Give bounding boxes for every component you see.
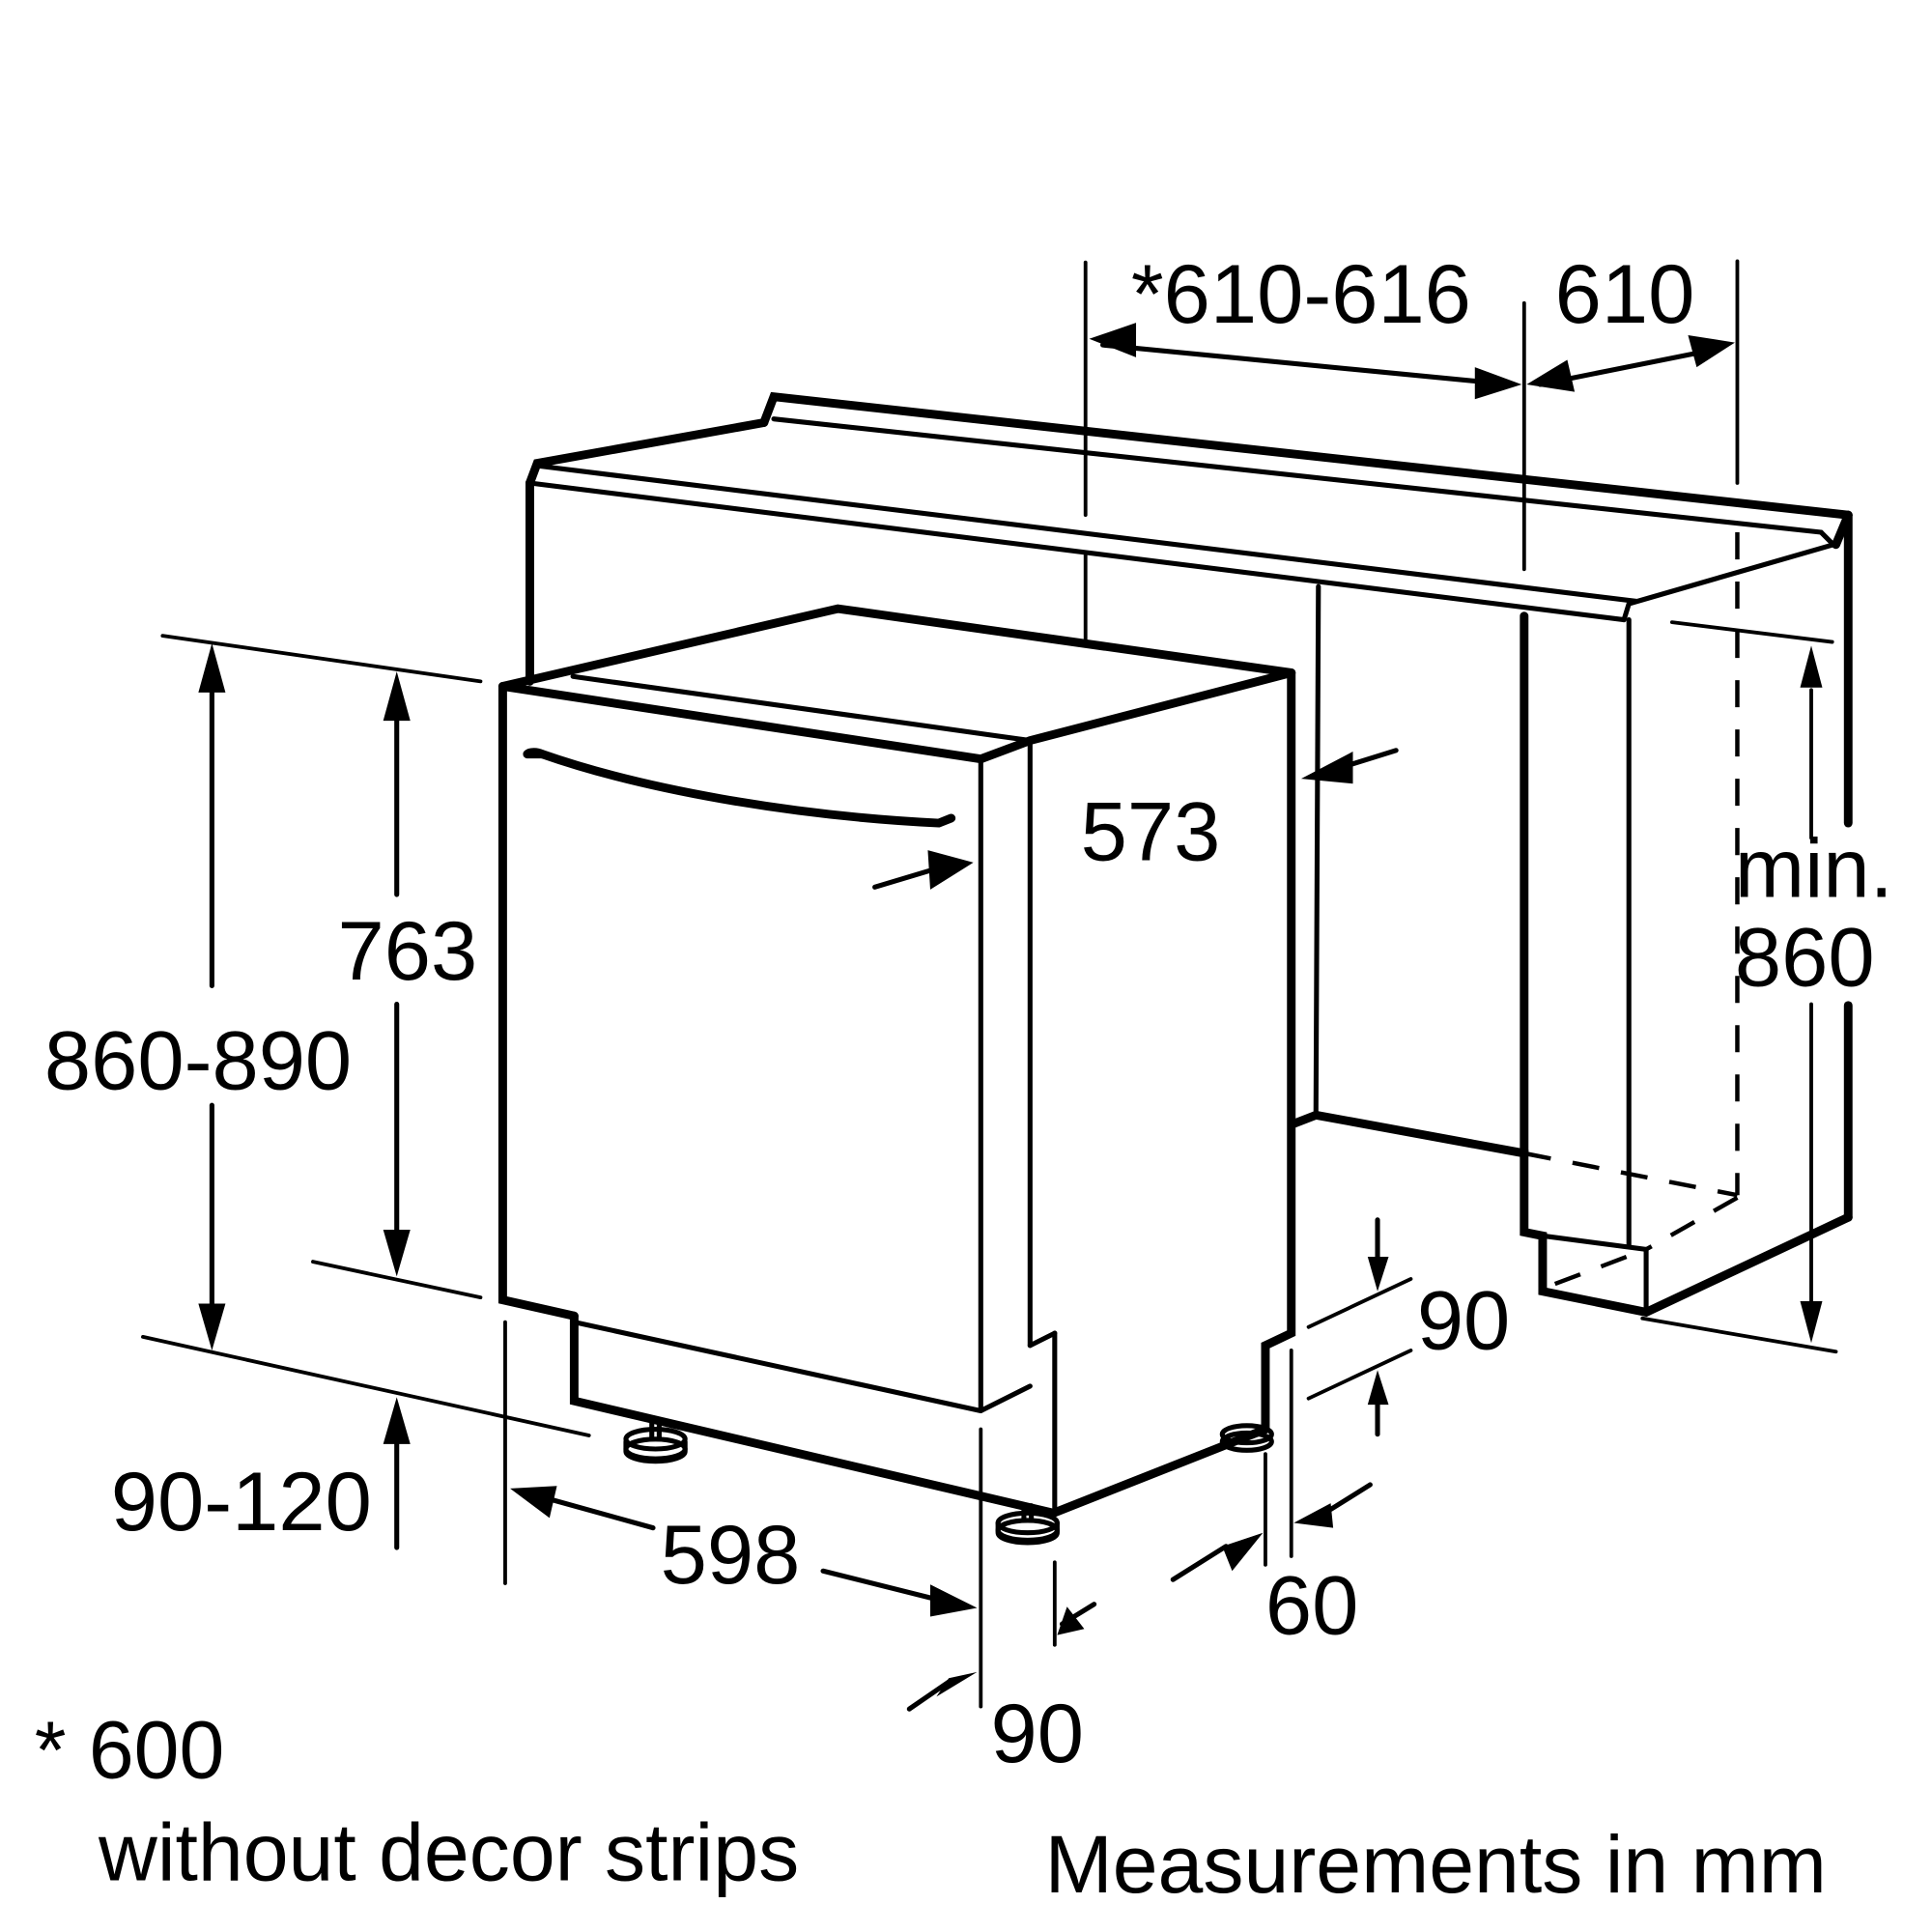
dimension-niche-depth xyxy=(1083,259,1740,643)
footnote-marker: * 600 xyxy=(35,1705,225,1796)
countertop xyxy=(526,391,1853,623)
adjustable-feet xyxy=(623,1419,1274,1546)
label-cabinet-height-min: min. xyxy=(1735,822,1893,916)
foot-front-left xyxy=(623,1419,688,1464)
dimension-width xyxy=(503,1320,983,1709)
label-niche-height: 860-890 xyxy=(44,1014,352,1108)
label-rear-foot-offset: 60 xyxy=(1265,1558,1358,1652)
label-cabinet-height-value: 860 xyxy=(1735,910,1875,1004)
dimension-heights xyxy=(141,634,591,1550)
dimension-appliance-depth xyxy=(872,748,1399,890)
dimension-plinth xyxy=(906,1217,1413,1712)
right-cabinet xyxy=(1289,510,1853,1318)
foot-front-right xyxy=(995,1503,1060,1546)
dimension-cabinet-height xyxy=(1640,620,1838,1354)
label-plinth-depth-side: 90 xyxy=(1417,1274,1510,1368)
label-niche-depth: *610-616 xyxy=(1131,247,1471,341)
footnote-text: without decor strips xyxy=(98,1806,799,1897)
dishwasher xyxy=(497,604,1296,1518)
label-appliance-depth: 573 xyxy=(1081,784,1221,878)
label-plinth-height: 90-120 xyxy=(111,1455,372,1548)
foot-rear-right xyxy=(1219,1423,1274,1453)
units-note: Measurements in mm xyxy=(1045,1819,1827,1910)
label-door-height: 763 xyxy=(337,904,477,998)
label-plinth-depth-front: 90 xyxy=(991,1687,1084,1780)
label-countertop-depth: 610 xyxy=(1555,247,1695,341)
label-appliance-width: 598 xyxy=(661,1508,801,1602)
